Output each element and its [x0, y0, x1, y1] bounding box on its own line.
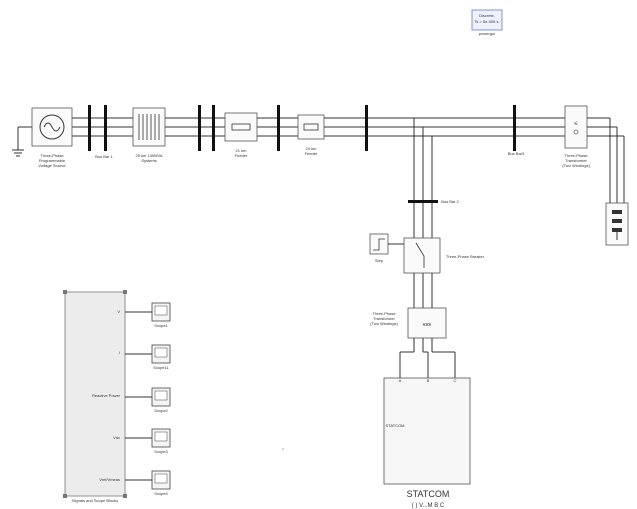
main-transformer-label-3: (Two Windings) [562, 163, 590, 168]
bus-bar-3[interactable]: Bus Bar3 [508, 105, 525, 156]
scope-2[interactable]: Scope2 [151, 387, 171, 413]
scope-3[interactable]: Scope3 [151, 428, 171, 454]
scope-11[interactable]: Scope11 [151, 344, 171, 370]
bus-bar-b[interactable] [277, 105, 280, 151]
main-transformer-block[interactable]: ⚟ Three-Phase Transformer (Two Windings) [562, 105, 590, 168]
statcom-inner-label: STATCOM [386, 423, 405, 428]
svg-text:B: B [427, 378, 430, 383]
subsystem-port-vdc: Vdc [113, 435, 120, 440]
scope-wires [125, 311, 152, 481]
subsystem-port-q: Reactive Power [92, 393, 121, 398]
feeder-21km-block[interactable]: 21 km Feeder [224, 112, 258, 158]
powergui-block[interactable]: Discrete, Ts = 5e-005 s. powergui [471, 9, 503, 36]
statcom-subtitle: ( ) V...M B C [412, 503, 445, 509]
scope-1-label: Scope1 [154, 323, 168, 328]
bus-bar-a[interactable] [198, 105, 215, 151]
feeder2-label-1: 24 km [306, 146, 318, 151]
load-branch [587, 117, 625, 203]
main-transformer-label-2: Transformer [565, 158, 587, 163]
statcom-transformer-block[interactable]: ⩙⩙⩙ Three-Phase Transformer (Two Winding… [370, 307, 447, 339]
km-line-label-2: Systems [141, 158, 156, 163]
step-label: Step [375, 258, 384, 263]
statcom-title: STATCOM [407, 489, 450, 499]
source-label-2: Programmable [39, 158, 66, 163]
bus2-label: Bus Bar 2 [441, 199, 459, 204]
source-label-1: Three-Phase [40, 153, 64, 158]
subsystem-port-vref: Vref/Vmeas [99, 477, 120, 482]
statcom-transformer-label-2: Transformer [373, 316, 395, 321]
line-block-25km[interactable]: 25 km 100MVA Systems [132, 107, 166, 163]
subsystem-port-i: I [119, 350, 120, 355]
powergui-label: powergui [479, 31, 495, 36]
feeder1-label-1: 21 km [236, 148, 248, 153]
feeder-24km-block[interactable]: 24 km Feeder [297, 114, 325, 156]
svg-text:⩙⩙⩙: ⩙⩙⩙ [423, 322, 432, 328]
powergui-line1: Discrete, [479, 13, 495, 18]
bus-bar-c[interactable] [365, 105, 368, 151]
breaker-label: Three-Phase Breaker [446, 254, 485, 259]
subsystem-label: Signals and Scope Blocks [72, 498, 118, 503]
svg-text:⚟: ⚟ [574, 121, 578, 127]
bus-bar-2[interactable]: Bus Bar 2 [408, 199, 460, 204]
scope-11-label: Scope11 [153, 365, 169, 370]
km-line-label-1: 25 km 100MVA [135, 153, 162, 158]
three-phase-breaker-block[interactable]: Three-Phase Breaker [403, 237, 485, 274]
scope-1[interactable]: Scope1 [151, 302, 171, 328]
ground-symbol [12, 126, 32, 157]
statcom-branch-lower [399, 338, 456, 378]
subsystem-port-v: V [117, 309, 120, 314]
stray-dot [282, 448, 284, 450]
signals-subsystem-block[interactable]: Signals and Scope Blocks V I Reactive Po… [63, 290, 127, 503]
three-phase-load-block[interactable] [605, 202, 629, 246]
three-phase-source-block[interactable]: Three-Phase Programmable Voltage Source [31, 107, 73, 168]
statcom-branch-mid [413, 273, 433, 308]
bus1-label: Bus Bar 1 [95, 154, 113, 159]
scope-2-label: Scope2 [154, 408, 168, 413]
svg-text:A: A [399, 378, 402, 383]
feeder2-label-2: Feeder [305, 151, 318, 156]
bus3-label: Bus Bar3 [508, 151, 525, 156]
scope-3-label: Scope3 [154, 449, 168, 454]
statcom-block[interactable]: A B C STATCOM STATCOM ( ) V...M B C [383, 377, 471, 509]
scope-4[interactable]: Scope4 [151, 470, 171, 496]
scope-4-label: Scope4 [154, 491, 168, 496]
feeder1-label-2: Feeder [235, 153, 248, 158]
statcom-branch-upper [413, 118, 433, 238]
statcom-transformer-label-3: (Two Windings) [370, 321, 398, 326]
svg-text:C: C [454, 378, 457, 383]
statcom-transformer-label-1: Three-Phase [372, 311, 396, 316]
step-block[interactable]: Step [369, 233, 404, 263]
powergui-line2: Ts = 5e-005 s. [474, 19, 499, 24]
bus-bar-1[interactable]: Bus Bar 1 [88, 105, 114, 159]
source-label-3: Voltage Source [38, 163, 66, 168]
main-transformer-label-1: Three-Phase [564, 153, 588, 158]
